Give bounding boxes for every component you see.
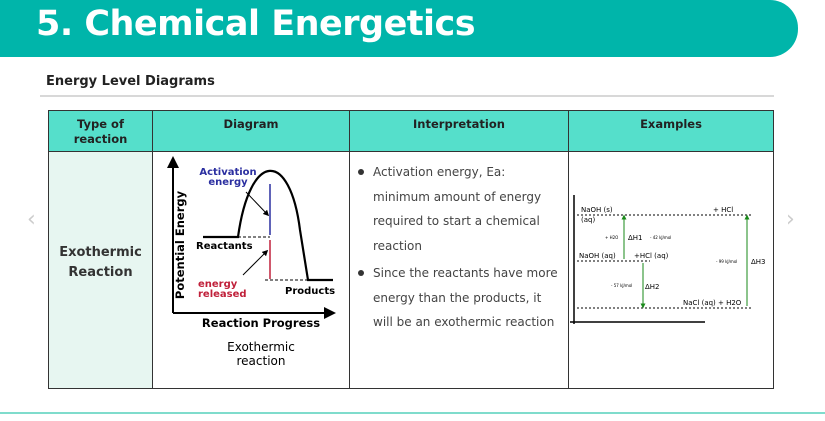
naoh-solid-label: NaOH (s) — [581, 206, 613, 214]
naoh-hcl-energy-diagram: NaOH (s) (aq) + HCl + H2O ΔH1 - 42 kJ/mo… — [570, 195, 766, 324]
footer-divider — [0, 412, 825, 414]
energy-level-table: Type of reaction Diagram Interpretation … — [48, 110, 774, 389]
y-axis-label: Potential Energy — [173, 190, 187, 299]
col-examples: Examples — [568, 110, 774, 152]
dh1-label: ΔH1 — [628, 234, 643, 242]
hcl-label: + HCl — [713, 206, 733, 214]
interpretation-point: Activation energy, Ea: minimum amount of… — [358, 160, 564, 258]
dh3-label: ΔH3 — [751, 258, 766, 266]
interpretation-point: Since the reactants have more energy tha… — [358, 261, 564, 335]
aq-label: (aq) — [581, 216, 595, 224]
page-title: 5. Chemical Energetics — [36, 4, 476, 44]
water-label: + H2O — [605, 235, 618, 240]
dh3-value: - 99 kJ/mol — [716, 259, 737, 264]
dh2-value: - 57 kJ/mol — [611, 283, 632, 288]
x-axis-label: Reaction Progress — [202, 316, 320, 330]
examples-cell — [568, 151, 774, 389]
next-slide-icon[interactable]: › — [786, 207, 795, 232]
prev-slide-icon[interactable]: ‹ — [27, 207, 36, 232]
released-pointer — [242, 249, 269, 276]
interpretation-cell: Activation energy, Ea: minimum amount of… — [349, 151, 569, 389]
energy-curve — [203, 169, 333, 282]
title-banner — [0, 0, 798, 57]
col-interpretation: Interpretation — [349, 110, 569, 152]
products-label: Products — [285, 286, 335, 297]
activation-pointer — [245, 191, 270, 217]
products-label: NaCl (aq) + H2O — [683, 299, 742, 307]
dh1-value: - 42 kJ/mol — [650, 235, 671, 240]
dh2-label: ΔH2 — [645, 283, 660, 291]
section-title: Energy Level Diagrams — [46, 74, 215, 89]
reactants-label: Reactants — [196, 241, 253, 252]
divider — [40, 95, 774, 97]
reaction-type: Exothermic Reaction — [48, 151, 153, 389]
table-row: Exothermic Reaction Activation energy, E… — [48, 151, 774, 389]
hcl-aq-label: +HCl (aq) — [634, 252, 669, 260]
naoh-aq-label: NaOH (aq) — [579, 252, 616, 260]
